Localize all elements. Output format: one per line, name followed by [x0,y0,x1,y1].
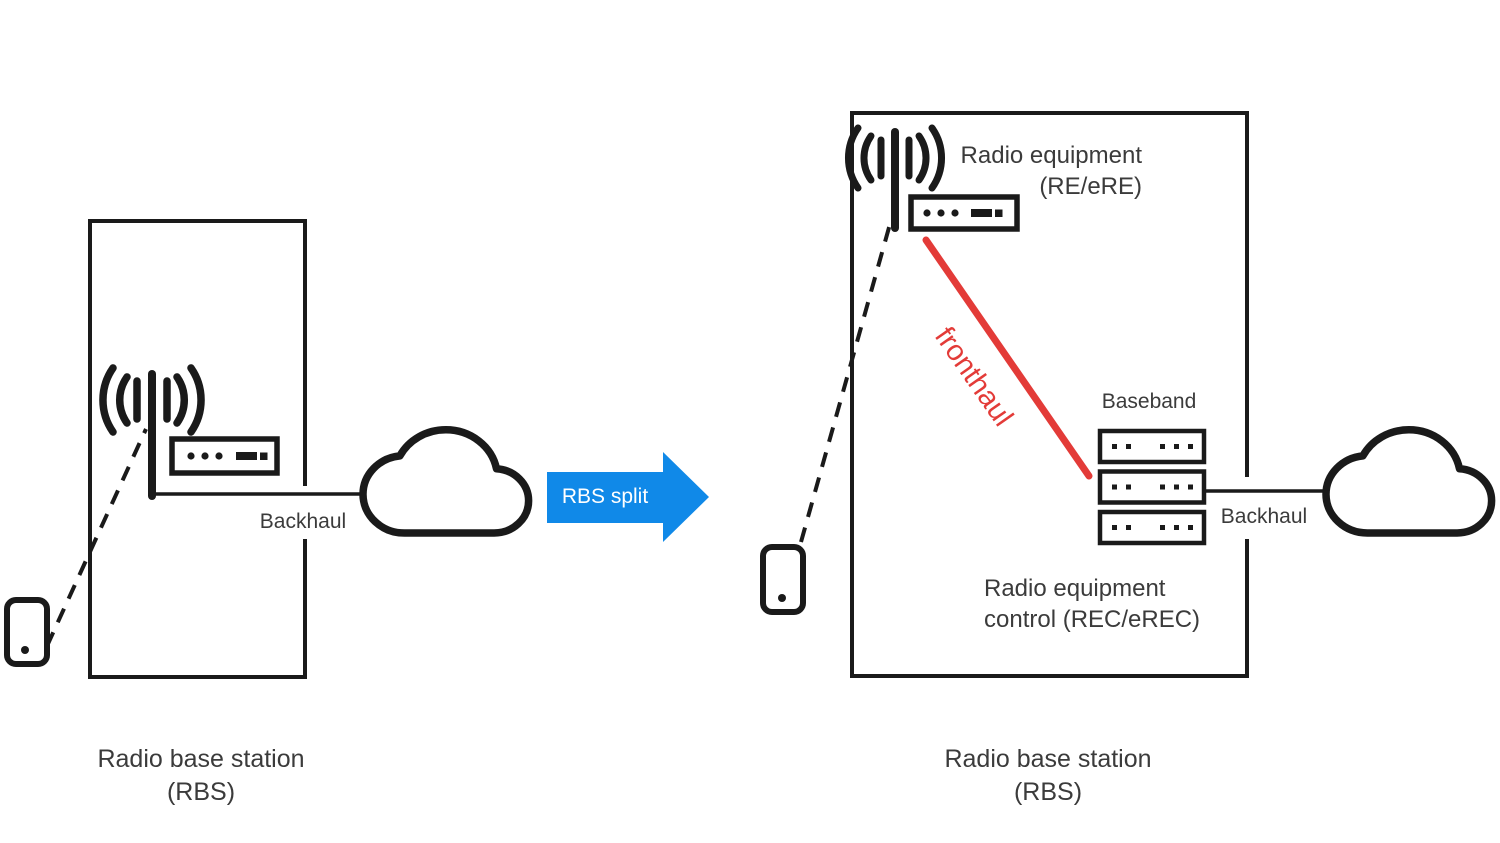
station-caption-after-line1: Radio base station [944,745,1152,773]
cloud-icon [1326,430,1492,533]
radio-unit-icon [908,194,1020,232]
before-rbs-box [88,219,307,679]
rbs-split-arrow-label: RBS split [561,485,649,508]
phone-icon [4,597,50,667]
after-rbs-box [850,111,1249,678]
air-interface-dashed-line-before [45,428,148,647]
station-caption-before: Radio base station (RBS) [50,743,352,809]
backhaul-label-before: Backhaul [259,510,347,533]
radio-unit-icon [169,436,280,476]
radio-equipment-label: Radio equipment (RE/eRE) [941,140,1142,202]
baseband-units-icon [1097,428,1207,546]
cloud-icon [363,430,529,533]
phone-icon [760,544,806,615]
radio-equipment-label-line2: (RE/eRE) [1039,173,1142,200]
arrow-right-icon [547,452,709,542]
fronthaul-line [922,236,1093,480]
air-interface-dashed-line-after [799,223,892,543]
antenna-icon [845,124,945,232]
station-caption-before-line1: Radio base station [97,745,305,773]
station-caption-before-line2: (RBS) [166,778,236,806]
baseband-label: Baseband [1101,390,1197,413]
backhaul-label-after: Backhaul [1220,505,1308,528]
radio-equipment-control-label-line1: Radio equipment [984,575,1166,602]
station-caption-after-line2: (RBS) [1013,778,1083,806]
antenna-icon [99,364,205,500]
station-caption-after: Radio base station (RBS) [897,743,1199,809]
radio-equipment-control-label-line2: control (REC/eREC) [984,606,1201,633]
radio-equipment-control-label: Radio equipment control (REC/eREC) [984,573,1200,635]
radio-equipment-label-line1: Radio equipment [960,142,1142,169]
backhaul-label-mask-after [1211,477,1315,539]
